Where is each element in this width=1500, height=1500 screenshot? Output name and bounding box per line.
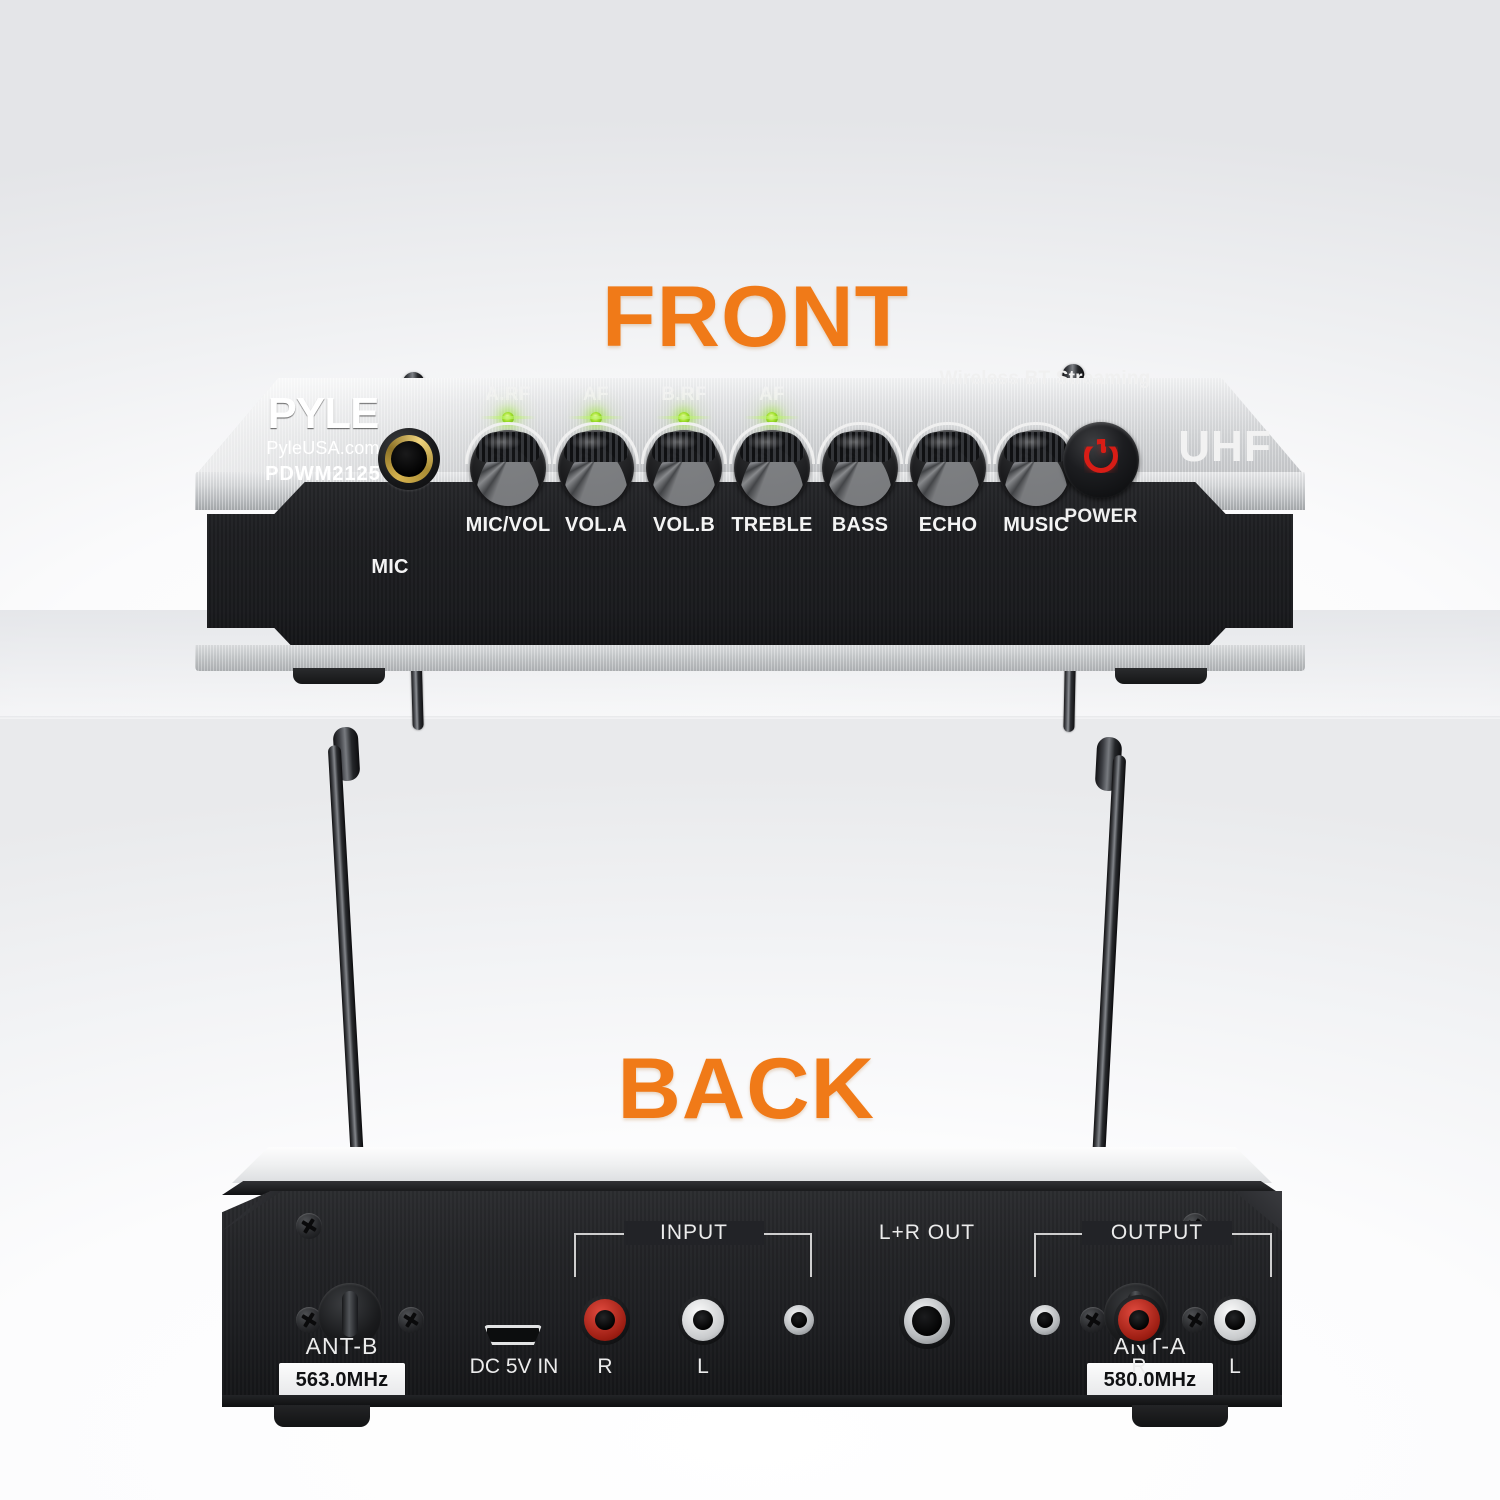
power-button-label: POWER	[1064, 506, 1138, 527]
output-right-label: R	[1131, 1355, 1147, 1378]
chassis-bottom-rail	[195, 645, 1305, 671]
knob-dial[interactable]	[734, 430, 810, 506]
screw-bottom-right-inner	[1080, 1307, 1106, 1333]
knob-label: VOL.B	[652, 514, 716, 536]
input-right-label: R	[597, 1355, 613, 1378]
mic-input-jack[interactable]	[378, 428, 440, 490]
front-faceplate	[207, 482, 1293, 660]
knob-label: BASS	[831, 514, 889, 536]
knob-dial[interactable]	[822, 430, 898, 506]
dc-in-label: DC 5V IN	[469, 1355, 559, 1378]
input-rca-right[interactable]	[580, 1295, 630, 1345]
output-group-label: OUTPUT	[1082, 1221, 1232, 1245]
screw-bottom-right	[1182, 1307, 1208, 1333]
ant-a-frequency: 580.0MHz	[1087, 1363, 1213, 1397]
led-indicator	[568, 412, 624, 424]
power-icon	[1084, 439, 1118, 473]
brand-block: PYLE PyleUSA.com PDWM2125	[233, 389, 413, 485]
knob-dial[interactable]	[998, 430, 1074, 506]
power-button[interactable]	[1063, 422, 1139, 498]
lr-out-label: L+R OUT	[878, 1221, 976, 1244]
front-foot-right	[1115, 668, 1207, 684]
input-group-label: INPUT	[624, 1221, 764, 1245]
mic-jack-hole	[391, 441, 427, 477]
output-left-label: L	[1229, 1355, 1241, 1378]
knob-dial[interactable]	[646, 430, 722, 506]
back-antenna-hinge-left[interactable]	[318, 1283, 382, 1347]
knob-dial[interactable]	[470, 430, 546, 506]
led-indicator	[744, 412, 800, 424]
output-aux-jack[interactable]	[1030, 1305, 1060, 1335]
knob-label: VOL.A	[564, 514, 628, 536]
ant-b-label: ANT-B	[305, 1333, 379, 1359]
input-rca-left[interactable]	[678, 1295, 728, 1345]
model-number: PDWM2125	[265, 463, 381, 485]
led-label-a-rf: A.RF	[485, 384, 531, 405]
uhf-band-label: UHF	[1178, 422, 1272, 471]
led-label-af: AF	[583, 384, 609, 405]
knob-dial[interactable]	[558, 430, 634, 506]
knob-label: MUSIC	[1003, 514, 1069, 536]
back-bottom-rail	[222, 1395, 1282, 1407]
output-rca-left[interactable]	[1210, 1295, 1260, 1345]
lr-out-jack[interactable]	[899, 1293, 955, 1349]
bluetooth-streaming-label: Wireless BT Streaming	[939, 368, 1151, 389]
ant-b-frequency: 563.0MHz	[279, 1363, 405, 1397]
output-rca-right[interactable]	[1114, 1295, 1164, 1345]
panel-divider	[0, 716, 1500, 719]
input-aux-jack[interactable]	[784, 1305, 814, 1335]
brand-name: PYLE	[267, 389, 380, 438]
led-indicator	[480, 412, 536, 424]
back-receiver-unit: ANT-B 563.0MHz ANT-A 580.0MHz DC 5V IN I…	[222, 726, 1282, 1435]
screw-top-left	[296, 1213, 322, 1239]
front-foot-left	[293, 668, 385, 684]
brand-website: PyleUSA.com	[266, 438, 380, 458]
screw-bottom-left	[296, 1307, 322, 1333]
knob-label: MIC/VOL	[465, 514, 551, 536]
knob-label: TREBLE	[731, 514, 813, 536]
back-foot-right	[1132, 1405, 1228, 1427]
knob-label: ECHO	[918, 514, 978, 536]
back-caption: BACK	[617, 1041, 875, 1137]
micro-usb-power-port[interactable]	[484, 1325, 542, 1345]
screw-bottom-left-inner	[398, 1307, 424, 1333]
mic-jack-label: MIC	[371, 556, 409, 578]
front-receiver-unit: PYLE PyleUSA.com PDWM2125 MIC A.RF MIC/VO…	[195, 360, 1305, 733]
led-label-af: AF	[759, 384, 785, 405]
knob-dial[interactable]	[910, 430, 986, 506]
led-label-b-rf: B.RF	[661, 384, 707, 405]
back-foot-left	[274, 1405, 370, 1427]
back-chassis-top	[232, 1147, 1272, 1183]
front-caption: FRONT	[601, 269, 910, 365]
input-left-label: L	[697, 1355, 709, 1378]
led-indicator	[656, 412, 712, 424]
